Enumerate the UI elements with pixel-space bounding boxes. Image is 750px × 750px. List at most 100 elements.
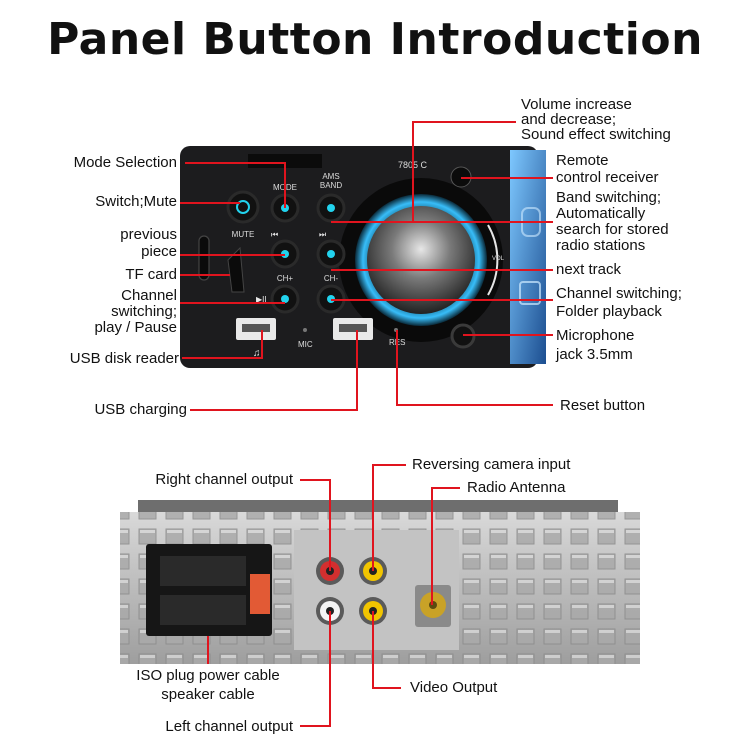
- microphone-jack: [450, 323, 476, 349]
- label-reversing-camera: Reversing camera input: [412, 456, 571, 473]
- leader-antenna-h: [432, 487, 460, 489]
- leader-tf: [180, 274, 230, 276]
- fuse: [250, 574, 270, 614]
- ch-minus-label: CH-: [323, 274, 339, 283]
- volume-knob: [367, 206, 475, 314]
- label-microphone-line1: Microphone: [556, 327, 635, 344]
- mic-label: MIC: [298, 340, 313, 349]
- label-band-switching: Band switching; Automatically search for…: [556, 190, 669, 254]
- leader-mute: [180, 202, 240, 204]
- ams-band-label: AMS BAND: [319, 172, 343, 190]
- page-title: Panel Button Introduction: [47, 14, 703, 65]
- label-mode-selection: Mode Selection: [73, 154, 177, 171]
- label-volume-line2: and decrease;: [521, 111, 617, 128]
- leader-mode-v: [284, 162, 286, 208]
- usb-port-left: [236, 318, 276, 340]
- leader-reverse-h: [373, 464, 406, 466]
- leader-previous: [180, 254, 285, 256]
- label-remote-line1: Remote: [556, 152, 609, 169]
- display-screen: [510, 150, 546, 364]
- rca-right-channel: [316, 557, 344, 585]
- usb-port-right: [333, 318, 373, 340]
- label-microphone: Microphone jack 3.5mm: [556, 326, 634, 364]
- label-channel-play-line2: switching;: [111, 303, 177, 320]
- label-radio-antenna: Radio Antenna: [467, 479, 566, 496]
- svg-text:⏮: ⏮: [271, 230, 278, 239]
- label-channel-play-line1: Channel: [121, 287, 177, 304]
- leader-video-h: [373, 687, 401, 689]
- label-channel-folder-line1: Channel switching;: [556, 285, 682, 302]
- leader-right-ch-h: [300, 479, 331, 481]
- leader-volume-v: [412, 121, 414, 221]
- button-play-pause: [270, 284, 300, 314]
- leader-mic: [463, 334, 553, 336]
- label-video-output: Video Output: [410, 679, 498, 696]
- leader-right-ch-v: [329, 479, 331, 571]
- label-right-channel: Right channel output: [155, 471, 293, 488]
- leader-video-v: [372, 611, 374, 689]
- leader-iso: [207, 636, 209, 664]
- label-remote-line2: control receiver: [556, 169, 659, 186]
- label-tf-card: TF card: [125, 266, 177, 283]
- label-band-line3: search for stored: [556, 221, 669, 238]
- leader-usb-charge-v: [356, 330, 358, 411]
- leader-remote: [461, 177, 553, 179]
- button-mode: [270, 193, 300, 223]
- svg-text:⏭: ⏭: [319, 230, 326, 239]
- label-microphone-line2: jack 3.5mm: [556, 346, 633, 363]
- label-band-line4: radio stations: [556, 237, 646, 254]
- leader-left-ch-v: [329, 611, 331, 727]
- svg-text:♫: ♫: [253, 348, 261, 359]
- leader-antenna-v: [431, 487, 433, 605]
- label-previous-line1: previous: [120, 226, 177, 243]
- chassis-top-edge: [138, 500, 618, 512]
- button-mute: [226, 190, 260, 224]
- mute-label: MUTE: [231, 230, 255, 239]
- leader-folder: [331, 299, 553, 301]
- label-previous-line2: piece: [141, 243, 177, 260]
- label-switch-mute: Switch;Mute: [95, 193, 177, 210]
- leader-left-ch-h: [300, 725, 331, 727]
- label-next-track: next track: [556, 261, 622, 278]
- label-volume-line1: Volume increase: [521, 96, 632, 113]
- leader-band: [331, 221, 553, 223]
- ch-plus-label: CH+: [276, 274, 294, 283]
- label-channel-folder: Channel switching; Folder playback: [556, 285, 682, 321]
- label-iso-line1: ISO plug power cable: [136, 667, 280, 684]
- label-usb-charging: USB charging: [94, 401, 187, 418]
- rca-reversing-camera: [359, 557, 387, 585]
- label-remote: Remote control receiver: [556, 152, 659, 186]
- button-next: [316, 239, 346, 269]
- label-iso-line2: speaker cable: [161, 686, 255, 703]
- leader-next: [331, 269, 553, 271]
- label-previous-piece: previous piece: [20, 226, 177, 260]
- tf-card-slot: [198, 235, 210, 281]
- leader-mode-h: [185, 162, 285, 164]
- leader-reset-h: [397, 404, 553, 406]
- svg-text:▶II: ▶II: [256, 295, 267, 304]
- label-reset-button: Reset button: [560, 397, 646, 414]
- label-iso-plug: ISO plug power cable speaker cable: [100, 666, 316, 704]
- leader-usb-disk-v: [261, 330, 263, 359]
- vol-label: VOL: [492, 256, 505, 262]
- label-usb-disk-reader: USB disk reader: [69, 350, 179, 367]
- label-channel-play-line3: play / Pause: [94, 319, 177, 336]
- ir-window: [248, 154, 322, 168]
- mic-hole: [303, 328, 307, 332]
- leader-usb-charge-h: [190, 409, 358, 411]
- leader-usb-disk-h: [182, 357, 262, 359]
- label-band-line1: Band switching;: [556, 189, 662, 206]
- label-band-line2: Automatically: [556, 205, 646, 222]
- leader-reset-v: [396, 330, 398, 406]
- label-channel-play: Channel switching; play / Pause: [20, 288, 177, 336]
- label-volume: Volume increase and decrease; Sound effe…: [521, 97, 671, 142]
- label-left-channel: Left channel output: [165, 718, 293, 735]
- leader-reverse-v: [372, 464, 374, 571]
- leader-volume-h: [412, 121, 516, 123]
- label-volume-line3: Sound effect switching: [521, 126, 671, 143]
- label-channel-folder-line2: Folder playback: [556, 303, 662, 320]
- tf-card-door: [227, 246, 245, 293]
- leader-play: [180, 302, 285, 304]
- antenna-socket: [415, 585, 451, 627]
